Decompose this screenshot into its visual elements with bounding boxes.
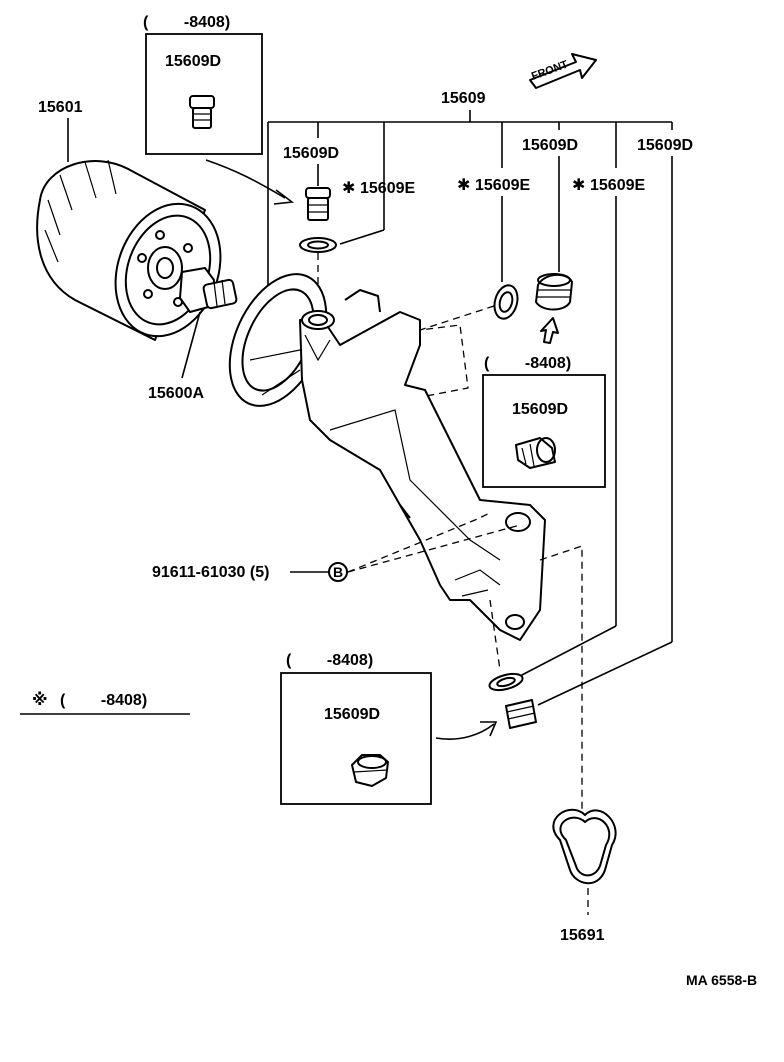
label-15609d-c: 15609D — [637, 137, 693, 154]
asterisk-a: ✱ — [342, 180, 355, 197]
bolt-marker-circle — [328, 562, 348, 582]
leader-gasket-c-diag — [519, 625, 617, 677]
legend-date: ( -8408) — [60, 692, 147, 709]
arrow-curve-top — [205, 159, 286, 199]
inset-box-mid: ( -8408) 15609D — [482, 355, 606, 488]
arrow-head-bot — [480, 721, 498, 737]
dash-gasket-b — [404, 305, 495, 401]
inset-frame-bot — [280, 672, 432, 805]
label-15600a: 15600A — [148, 385, 204, 402]
inset-box-bot: ( -8408) 15609D — [280, 652, 432, 805]
inset-frame-mid — [482, 374, 606, 488]
label-15609d-box-top: 15609D — [165, 53, 221, 70]
label-15609d-box-mid: 15609D — [512, 401, 568, 418]
arrow-up-outline — [540, 317, 559, 344]
dash-bolt-a — [347, 511, 493, 573]
gasket-a — [299, 237, 337, 253]
label-15609e-a: 15609E — [360, 180, 415, 197]
oil-filter-bracket — [228, 273, 546, 641]
inset-frame-top — [145, 33, 263, 155]
plug-icon-box-bot — [351, 754, 389, 787]
label-15609d-box-bot: 15609D — [324, 706, 380, 723]
front-label: FRONT — [530, 58, 570, 82]
legend-note: ※ ( -8408) — [20, 691, 190, 715]
date-note-bot: ( -8408) — [286, 652, 373, 669]
leader-plug-c-diag — [537, 641, 673, 706]
oil-filter — [36, 159, 222, 341]
label-15609: 15609 — [441, 90, 486, 107]
front-arrow: FRONT — [529, 53, 597, 89]
asterisk-c: ✱ — [572, 177, 585, 194]
plug-a — [305, 187, 331, 221]
label-15609d-a: 15609D — [283, 145, 339, 162]
legend-mark: ※ — [32, 691, 48, 709]
asterisk-b: ✱ — [457, 177, 470, 194]
plug-icon-box-mid — [515, 437, 556, 469]
figure-code: MA 6558-B — [686, 972, 757, 988]
plug-c — [505, 699, 537, 729]
leader-15600a — [181, 311, 201, 379]
date-note-top: ( -8408) — [143, 14, 230, 31]
arrow-curve-bot — [435, 723, 495, 740]
dash-to-oring — [539, 545, 583, 822]
plug-b — [535, 273, 573, 311]
inset-box-top: ( -8408) 15609D — [143, 14, 263, 155]
gasket-c — [488, 672, 524, 692]
union-bolt — [179, 267, 238, 313]
label-bolt: 91611-61030 (5) — [152, 564, 269, 581]
label-15691: 15691 — [560, 927, 605, 944]
oring-gasket — [552, 808, 617, 885]
label-15609d-b: 15609D — [522, 137, 578, 154]
bolt-marker-letter: B — [333, 564, 343, 580]
label-15601: 15601 — [38, 99, 83, 116]
dash-bolt-b — [347, 524, 521, 573]
date-note-mid: ( -8408) — [484, 355, 571, 372]
label-15609e-b: 15609E — [475, 177, 530, 194]
plug-icon-box-top — [189, 95, 215, 129]
arrow-head-top — [273, 189, 295, 205]
label-15609e-c: 15609E — [590, 177, 645, 194]
gasket-b — [493, 284, 519, 320]
leader-gasket-a — [339, 229, 385, 245]
